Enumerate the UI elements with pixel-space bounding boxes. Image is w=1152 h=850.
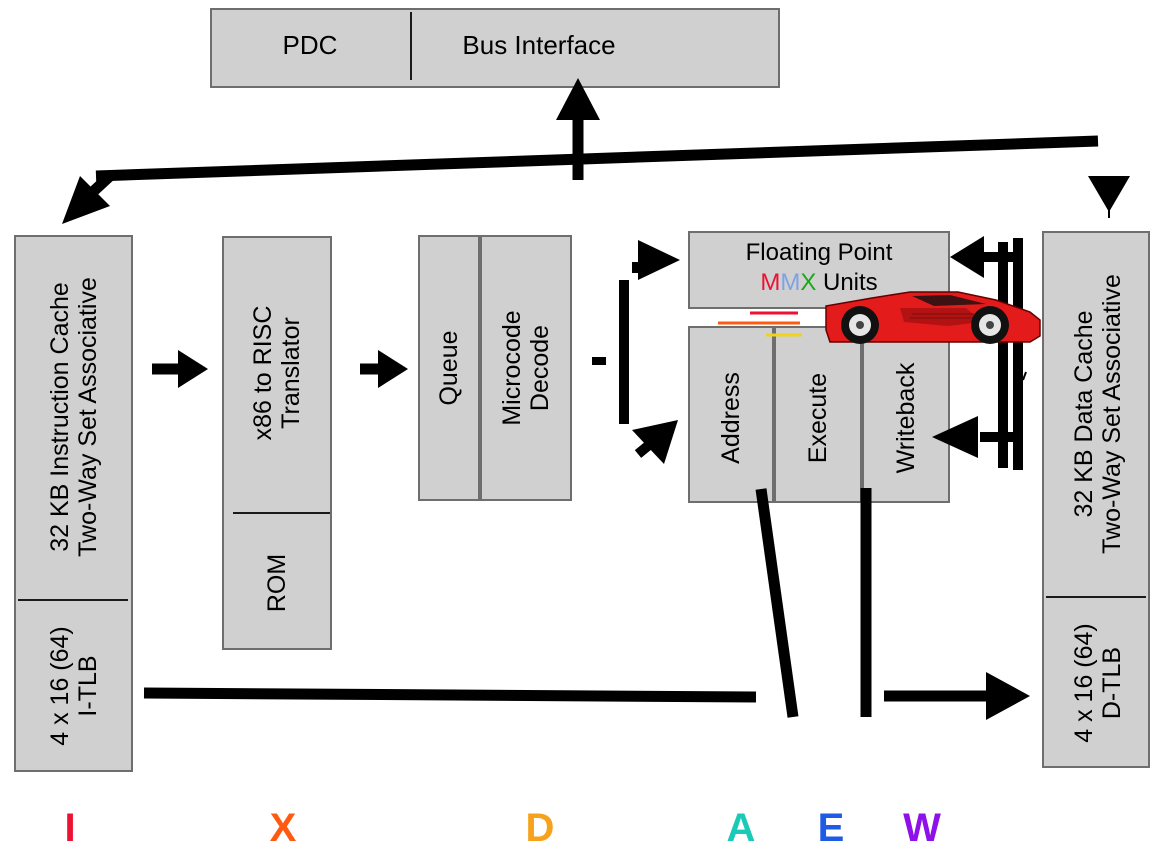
mmx-x: X xyxy=(800,269,817,296)
icache-translator-head xyxy=(178,350,208,388)
stage-w-letter: W xyxy=(903,806,941,850)
stage-e-label: E xyxy=(818,806,845,850)
car-image xyxy=(825,291,1041,344)
stage-i-letter: I xyxy=(64,806,76,850)
small-tick xyxy=(1022,371,1027,381)
icache-arrow-head xyxy=(62,176,110,224)
stage-d-letter: D xyxy=(525,806,555,850)
mmx-units: Units xyxy=(816,269,878,296)
bus-divider xyxy=(410,12,412,80)
stage-d-label: D xyxy=(526,806,555,850)
bus-interface-label: Bus Interface xyxy=(462,30,616,60)
stage-i-label: I xyxy=(64,806,75,850)
dcache-divider xyxy=(1046,596,1146,598)
dcache-down-arrowhead xyxy=(1088,176,1130,212)
translator-divider xyxy=(233,512,330,514)
address-box xyxy=(688,326,774,503)
writeback-box xyxy=(862,326,950,503)
stage-x-letter: X xyxy=(269,806,297,850)
fp-feedback-head xyxy=(950,236,984,278)
stage-a-label: A xyxy=(727,806,756,850)
itlb-bottom-line xyxy=(143,687,757,703)
pdc-label: PDC xyxy=(282,30,338,60)
mmx-m2: M xyxy=(780,269,801,296)
fpu-line1: Floating Point xyxy=(745,239,893,266)
translator-box xyxy=(222,236,332,650)
data-cache-box xyxy=(1042,231,1150,768)
stage-e-letter: E xyxy=(817,806,845,850)
wb-feedback-head xyxy=(932,416,978,458)
top-bus-line xyxy=(95,135,1099,182)
dtlb-arrow-head xyxy=(986,672,1030,720)
fpu-label: Floating Point MMX Units xyxy=(688,238,950,298)
stage-x-label: X xyxy=(270,806,297,850)
mmx-m1: M xyxy=(760,269,781,296)
execute-box xyxy=(774,326,862,503)
fp-arrow-head xyxy=(638,240,680,280)
icache-divider xyxy=(18,599,128,601)
mmx-units-line: MMX Units xyxy=(688,268,950,298)
bus-interface-box xyxy=(210,8,780,88)
queue-box xyxy=(418,235,480,501)
decode-box xyxy=(480,235,572,501)
instruction-cache-box xyxy=(14,235,133,772)
address-arrow-head xyxy=(632,420,678,464)
address-down-line xyxy=(755,488,799,718)
stage-a-letter: A xyxy=(726,806,756,850)
translator-queue-head xyxy=(378,350,408,388)
stage-w-label: W xyxy=(903,806,941,850)
bus-arrow-head xyxy=(556,78,600,120)
